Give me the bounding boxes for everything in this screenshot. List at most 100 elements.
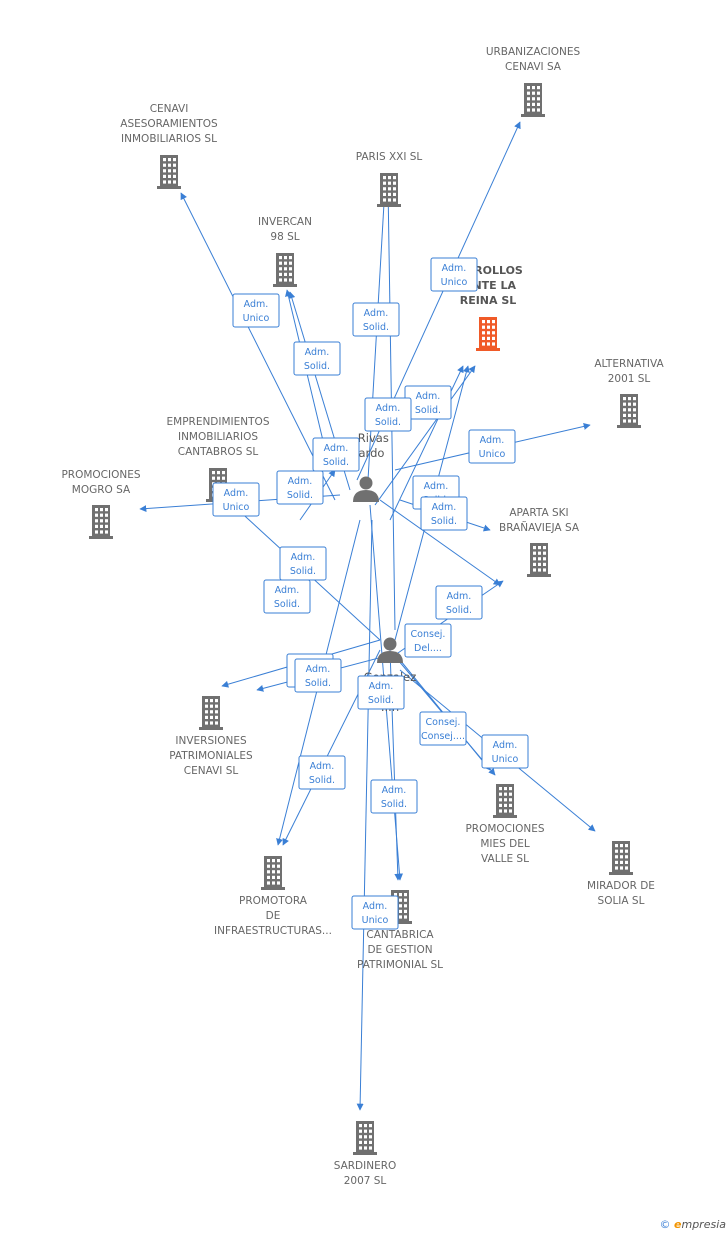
edge-label-text: Unico: [223, 502, 250, 513]
edge-label-text: Del....: [414, 643, 442, 654]
building-icon[interactable]: [89, 505, 113, 539]
edge-label[interactable]: Adm.Solid.: [294, 658, 342, 693]
company-label-mogro-line: PROMOCIONES: [61, 469, 140, 481]
edge-label-box: [357, 675, 405, 710]
edge-label-text: Adm.: [493, 740, 518, 751]
edge-label-text: Solid.: [375, 417, 401, 428]
building-icon[interactable]: [493, 784, 517, 818]
edge-label-text: Adm.: [310, 761, 335, 772]
edge-label-text: Consej.: [411, 629, 446, 640]
company-label-mies-line: VALLE SL: [481, 853, 529, 865]
company-label-promotora-line: INFRAESTRUCTURAS...: [214, 925, 332, 937]
company-label-emprendimientos-line: CANTABROS SL: [178, 446, 259, 458]
edge-label[interactable]: Adm.Solid.: [279, 546, 327, 581]
edge-label-text: Adm.: [442, 263, 467, 274]
company-label-urbanizaciones-line: URBANIZACIONES: [486, 46, 581, 58]
edge-label-box: [232, 293, 280, 328]
company-label-cantabrica-line: CANTABRICA: [366, 929, 434, 941]
edge-label[interactable]: Adm.Solid.: [298, 755, 346, 790]
edge-label[interactable]: Adm.Solid.: [370, 779, 418, 814]
company-label-inversiones-line: CENAVI SL: [184, 765, 239, 777]
building-icon[interactable]: [377, 173, 401, 207]
building-icon[interactable]: [199, 696, 223, 730]
edge-label-box: [263, 579, 311, 614]
company-label-cenavi-line: CENAVI: [150, 103, 189, 115]
edge-label[interactable]: Adm. Solid.: [364, 397, 412, 432]
building-icon[interactable]: [157, 155, 181, 189]
edge-label-text: Consej.: [426, 717, 461, 728]
edge-label[interactable]: Adm.Unico: [481, 734, 529, 769]
edge-label[interactable]: Adm. Solid.: [276, 470, 324, 505]
edge-label[interactable]: Adm.Unico: [468, 429, 516, 464]
building-icon[interactable]: [476, 317, 500, 351]
edge-label[interactable]: Adm.Unico: [212, 482, 260, 517]
company-label-mogro-line: MOGRO SA: [72, 484, 131, 496]
edge-label-box: [294, 658, 342, 693]
edge-label-text: Adm.: [382, 785, 407, 796]
building-icon[interactable]: [273, 253, 297, 287]
edge-label-box: [312, 437, 360, 472]
edge-label[interactable]: Adm.Solid.: [404, 385, 452, 420]
edge-label-text: Adm.: [364, 308, 389, 319]
edge-label[interactable]: Adm. Solid.: [352, 302, 400, 337]
person-icon[interactable]: [353, 476, 379, 503]
edge-label-text: Adm.: [363, 901, 388, 912]
edge-label-box: [420, 496, 468, 531]
building-icon[interactable]: [617, 394, 641, 428]
edge-label[interactable]: Adm.Solid.: [293, 341, 341, 376]
building-icon[interactable]: [527, 543, 551, 577]
building-icon[interactable]: [521, 83, 545, 117]
edge-label-text: Adm.: [424, 481, 449, 492]
edge-label[interactable]: Adm.Solid.: [420, 496, 468, 531]
edge-label[interactable]: Adm.Solid.: [312, 437, 360, 472]
edge-label[interactable]: Adm.Unico: [430, 257, 478, 292]
edge-line: [356, 519, 373, 1111]
building-icon[interactable]: [353, 1121, 377, 1155]
edge-label-text: Solid.: [431, 516, 457, 527]
brand-logo-initial: e: [674, 1218, 682, 1231]
building-icon[interactable]: [261, 856, 285, 890]
company-label-alternativa-line: 2001 SL: [608, 373, 651, 385]
company-label-mirador-line: SOLIA SL: [598, 895, 645, 907]
company-label-promotora-line: PROMOTORA: [239, 895, 308, 907]
edge-label-text: Adm.: [288, 476, 313, 487]
building-icon[interactable]: [609, 841, 633, 875]
edge-label[interactable]: Consej. Del....: [404, 623, 452, 658]
edge-label-text: Adm.: [447, 591, 472, 602]
edge-label-text: Adm.: [376, 403, 401, 414]
company-label-cantabrica-line: PATRIMONIAL SL: [357, 959, 443, 971]
company-label-sardinero-line: SARDINERO: [334, 1160, 397, 1172]
company-label-urbanizaciones-line: CENAVI SA: [505, 61, 562, 73]
edge-label-text: Solid.: [415, 405, 441, 416]
company-label-alternativa-line: ALTERNATIVA: [594, 358, 664, 370]
edge-line: [180, 192, 336, 501]
brand-logo-text: mpresia: [681, 1218, 726, 1231]
edge-label-box: [212, 482, 260, 517]
edge-label-text: Unico: [243, 313, 270, 324]
edge-label-text: Unico: [479, 449, 506, 460]
edge-label-box: [430, 257, 478, 292]
edge-label[interactable]: Adm.Solid.: [263, 579, 311, 614]
edge-label-box: [468, 429, 516, 464]
person-icon[interactable]: [377, 637, 403, 664]
edge-label[interactable]: Consej.Consej....: [419, 711, 467, 746]
edge-label[interactable]: Adm. Solid.: [435, 585, 483, 620]
edge-label[interactable]: Adm.Unico: [232, 293, 280, 328]
edge-label-text: Unico: [362, 915, 389, 926]
edge-label[interactable]: Adm. Unico: [351, 895, 399, 930]
edge-label-text: Solid.: [363, 322, 389, 333]
edge-label[interactable]: Adm.Solid.: [357, 675, 405, 710]
company-label-inversiones-line: PATRIMONIALES: [169, 750, 253, 762]
edge-label-text: Adm.: [305, 347, 330, 358]
edge-label-text: Solid.: [446, 605, 472, 616]
company-label-aparta-line: BRAÑAVIEJA SA: [499, 521, 580, 534]
company-label-paris-line: PARIS XXI SL: [356, 151, 423, 163]
edge-label-text: Solid.: [287, 490, 313, 501]
